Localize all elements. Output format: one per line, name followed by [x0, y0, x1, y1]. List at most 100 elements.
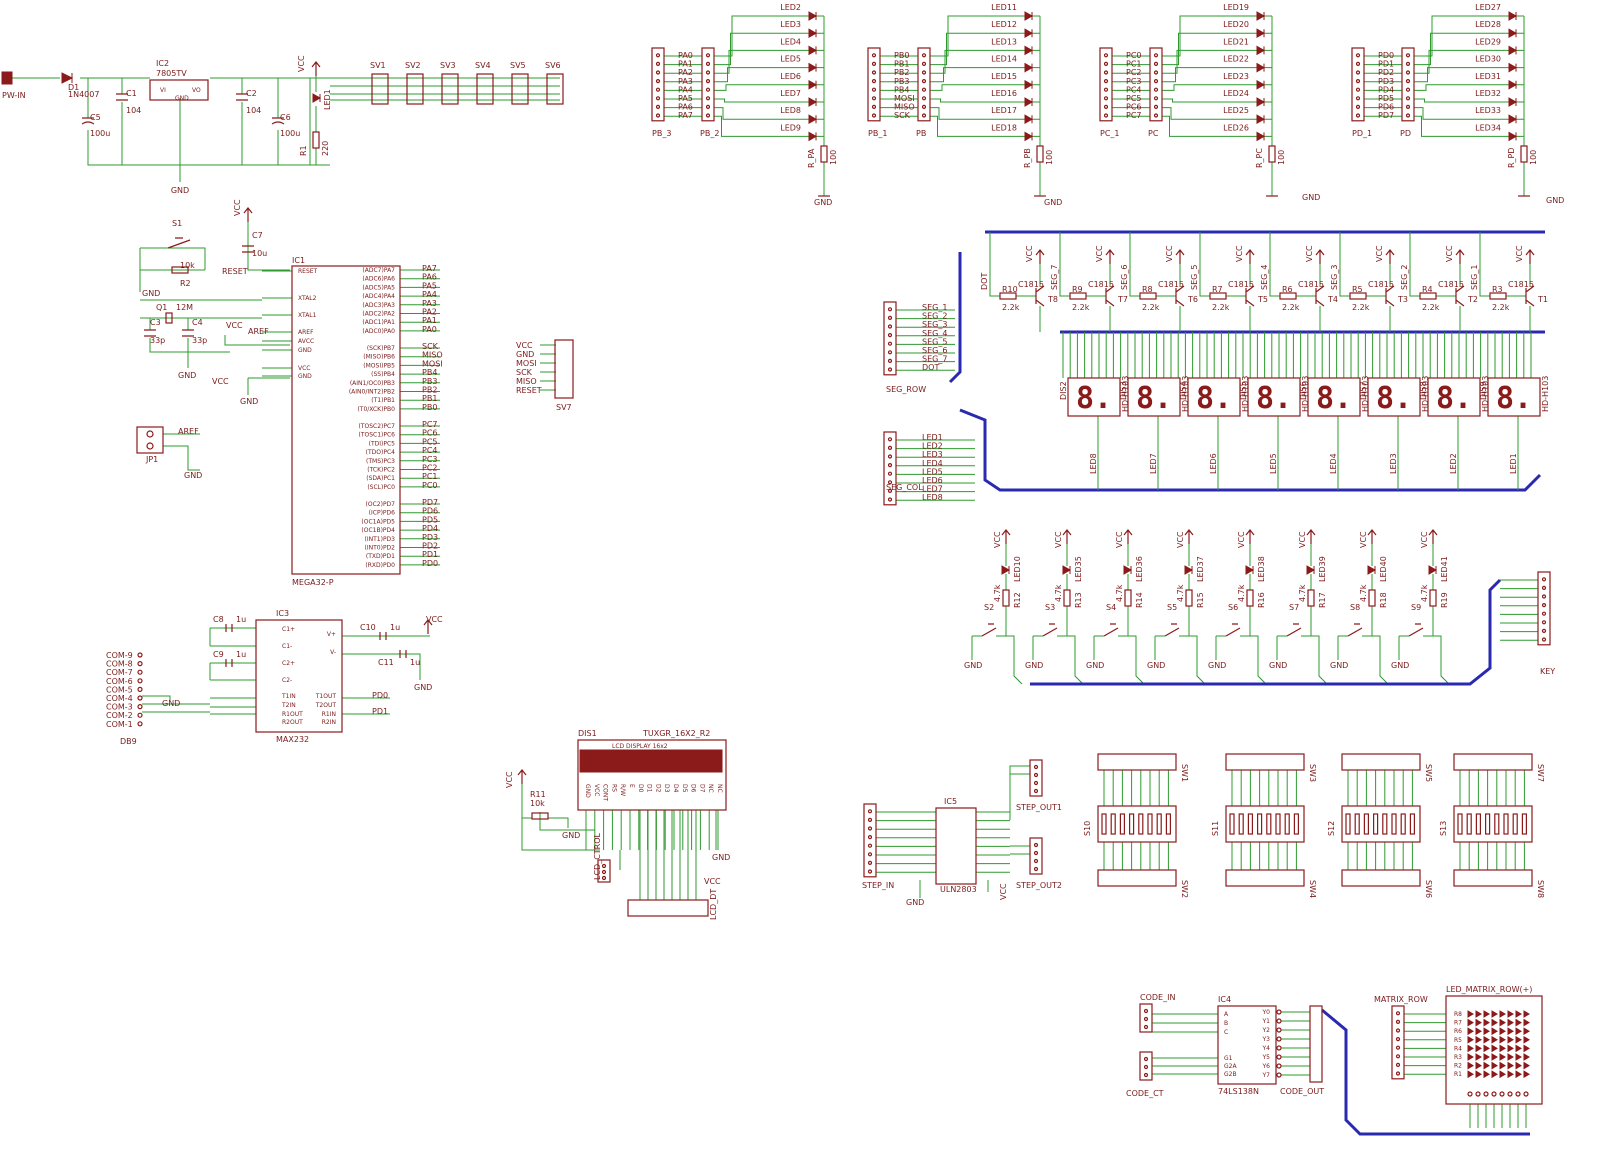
led-label: LED8 — [780, 106, 801, 115]
c5-label: C5 — [90, 113, 101, 122]
matrix-led — [1483, 1061, 1490, 1070]
r11-value: 10k — [530, 799, 545, 808]
header-pin — [655, 70, 661, 75]
seg-col-net: LED8 — [922, 493, 943, 502]
matrix-col-pin — [1515, 1091, 1521, 1097]
dip-top-label: SW5 — [1424, 764, 1433, 782]
vcc-arrow-icon — [1184, 529, 1194, 544]
sv-connector — [546, 73, 564, 105]
ic1-net-label: PC7 — [422, 420, 438, 429]
r1-value: 220 — [321, 141, 330, 156]
wire — [1162, 98, 1272, 103]
mcu-gnd-2: GND — [178, 371, 196, 380]
ic1-right-pin: (TMS)PC3 — [366, 458, 395, 465]
wire — [1199, 232, 1251, 332]
ic4-74ls138 — [1217, 1005, 1277, 1085]
matrix-led — [1507, 1061, 1514, 1070]
ic1-net-label: PD7 — [422, 498, 438, 507]
wire — [1414, 98, 1524, 103]
vcc-arrow-icon — [1525, 249, 1535, 264]
dip-top-label: SW3 — [1308, 764, 1317, 782]
header-pin — [1541, 628, 1547, 634]
dip-lever — [1128, 813, 1135, 835]
dip-top-header — [1097, 753, 1177, 771]
header-pin — [1541, 611, 1547, 616]
wire — [1032, 544, 1084, 685]
header-pin — [921, 53, 927, 58]
wire — [930, 115, 1040, 137]
dip-lever — [1409, 813, 1416, 835]
step-out2-label: STEP_OUT2 — [1016, 881, 1062, 890]
header-pin — [1153, 104, 1159, 110]
seven-seg-digit — [1187, 377, 1241, 417]
led-icon — [1024, 79, 1034, 90]
power-gnd-label: GND — [171, 186, 189, 195]
dip-lever — [1156, 813, 1162, 835]
ic2-gnd: GND — [175, 95, 189, 102]
vcc-arrow-icon — [1306, 529, 1316, 544]
key-switch-label: S3 — [1045, 603, 1055, 612]
code-ct-header — [1139, 1051, 1153, 1081]
ic4-out-bubble — [1276, 1063, 1282, 1069]
matrix-col-pin — [1507, 1091, 1513, 1097]
ic1-left-pin: AVCC — [298, 338, 314, 345]
db9-pin — [137, 721, 143, 727]
header-pin — [1355, 70, 1361, 75]
ic2-regulator — [149, 79, 209, 101]
r1-label: R1 — [299, 145, 308, 156]
key-resistor — [1002, 589, 1010, 607]
seg-col-net: LED5 — [922, 467, 943, 476]
dip-switch-body — [1097, 805, 1177, 843]
transistor-value: C1815 — [1158, 280, 1184, 289]
dip-bot-label: SW2 — [1180, 880, 1189, 898]
ic1-right-pin: (MISO)PB6 — [363, 354, 395, 361]
header-pin — [921, 113, 927, 118]
matrix-row-pin: R6 — [1454, 1028, 1462, 1035]
header-pin — [867, 852, 873, 857]
dip-bottom-header — [1225, 869, 1305, 887]
seg-vcc: VCC — [1095, 245, 1104, 262]
header-pin — [921, 61, 927, 67]
led-label: LED26 — [1223, 123, 1249, 132]
key-led-label: LED10 — [1013, 556, 1022, 582]
db9-pin — [137, 686, 143, 693]
dip-lever — [1391, 813, 1397, 835]
c11-label: C11 — [378, 658, 394, 667]
digit-col-net: LED7 — [1149, 453, 1158, 474]
db9-label: DB9 — [120, 737, 137, 746]
sv-connector — [476, 73, 494, 105]
led-group-net: PC4 — [1126, 85, 1142, 94]
lcd-name: TUXGR_16X2_R2 — [642, 729, 710, 738]
seg-driver-r-label: R4 — [1422, 285, 1433, 294]
matrix-led — [1507, 1035, 1514, 1044]
c8-label: C8 — [213, 615, 224, 624]
dip-lever — [1466, 813, 1472, 835]
digit-glyph: 8. — [1196, 381, 1232, 416]
header-pin — [887, 324, 893, 329]
step-in-label: STEP_IN — [862, 881, 894, 890]
led-group-net: PC3 — [1126, 77, 1142, 86]
header-pin — [655, 53, 661, 58]
key-vcc: VCC — [1298, 531, 1307, 548]
vcc-arrow-icon — [1105, 249, 1115, 264]
matrix-led — [1475, 1027, 1482, 1036]
led-label: LED13 — [991, 37, 1017, 46]
led-group-net: PA2 — [678, 68, 693, 77]
seg-driver-r-value: 2.2k — [1212, 303, 1230, 312]
matrix-led — [1483, 1035, 1490, 1044]
bus — [948, 230, 1545, 492]
wire — [1398, 544, 1450, 685]
dip-lever — [1229, 813, 1235, 835]
led-icon — [1256, 79, 1266, 90]
led-group-left-label: PC_1 — [1100, 129, 1120, 138]
ic4-out-bubble — [1276, 1018, 1282, 1024]
r11-pot — [531, 812, 549, 820]
d1-label: D1 — [68, 83, 79, 92]
matrix-led — [1499, 1018, 1506, 1027]
led-icon — [1024, 62, 1034, 73]
header-pin — [1355, 104, 1361, 110]
dip-lever — [1457, 813, 1463, 835]
ic1-right-pin: (OC1A)PD5 — [361, 518, 395, 525]
dip-lever — [1494, 813, 1500, 835]
digit-col-net: LED2 — [1449, 453, 1458, 474]
